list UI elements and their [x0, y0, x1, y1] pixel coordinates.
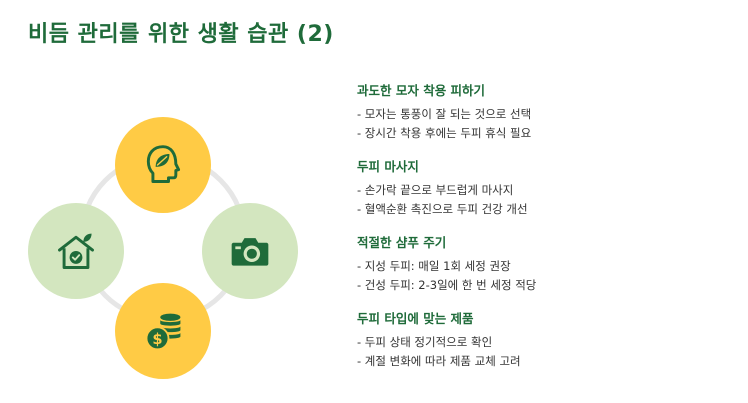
- list-item: - 혈액순환 촉진으로 두피 건강 개선: [357, 202, 528, 216]
- node-camera: [202, 203, 298, 299]
- section-heading: 과도한 모자 착용 피하기: [357, 83, 486, 98]
- node-home: [28, 203, 124, 299]
- list-item: - 건성 두피: 2-3일에 한 번 세정 적당: [357, 278, 537, 292]
- section-massage: 두피 마사지 - 손가락 끝으로 부드럽게 마사지 - 혈액순환 촉진으로 두피…: [357, 156, 737, 219]
- section-hat: 과도한 모자 착용 피하기 - 모자는 통풍이 잘 되는 것으로 선택 - 장시…: [357, 80, 737, 143]
- node-scalp: [115, 117, 211, 213]
- eco-house-check-icon: [58, 233, 94, 269]
- section-heading: 적절한 샴푸 주기: [357, 235, 447, 250]
- list-item: - 지성 두피: 매일 1회 세정 권장: [357, 259, 511, 273]
- list-item: - 모자는 통풍이 잘 되는 것으로 선택: [357, 107, 532, 121]
- section-heading: 두피 마사지: [357, 159, 419, 174]
- bald-head-leaf-icon: [146, 145, 181, 183]
- section-heading: 두피 타입에 맞는 제품: [357, 311, 474, 326]
- tips-list: 과도한 모자 착용 피하기 - 모자는 통풍이 잘 되는 것으로 선택 - 장시…: [357, 80, 737, 384]
- list-item: - 계절 변화에 따라 제품 교체 고려: [357, 354, 521, 368]
- camera-icon: [231, 238, 269, 266]
- page-title: 비듬 관리를 위한 생활 습관 (2): [28, 22, 334, 47]
- node-cost: $: [115, 283, 211, 379]
- list-item: - 장시간 착용 후에는 두피 휴식 필요: [357, 126, 532, 140]
- list-item: - 두피 상태 정기적으로 확인: [357, 335, 493, 349]
- cycle-diagram: $: [20, 105, 298, 395]
- section-products: 두피 타입에 맞는 제품 - 두피 상태 정기적으로 확인 - 계절 변화에 따…: [357, 308, 737, 371]
- money-coins-icon: $: [145, 313, 181, 351]
- section-shampoo: 적절한 샴푸 주기 - 지성 두피: 매일 1회 세정 권장 - 건성 두피: …: [357, 232, 737, 295]
- svg-text:$: $: [152, 331, 162, 348]
- list-item: - 손가락 끝으로 부드럽게 마사지: [357, 183, 514, 197]
